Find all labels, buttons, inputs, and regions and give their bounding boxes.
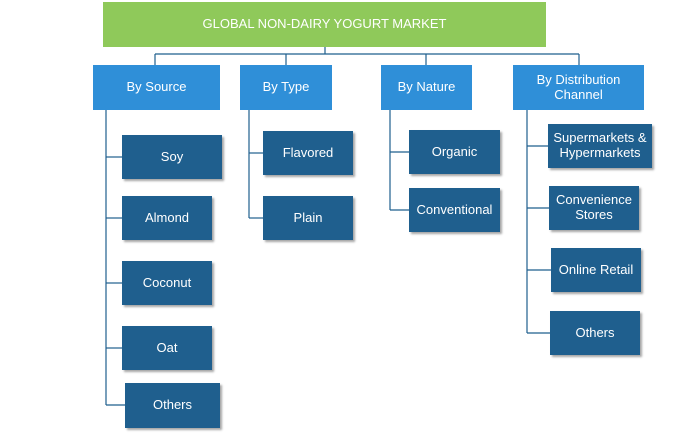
leaf-coconut: Coconut <box>122 261 212 305</box>
root-title: GLOBAL NON-DAIRY YOGURT MARKET <box>103 2 546 47</box>
category-by-source: By Source <box>93 65 220 110</box>
leaf-oat: Oat <box>122 326 212 370</box>
leaf-source-others: Others <box>125 383 220 428</box>
leaf-convenience-stores: Convenience Stores <box>549 186 639 230</box>
leaf-organic: Organic <box>409 130 500 174</box>
leaf-almond: Almond <box>122 196 212 240</box>
leaf-flavored: Flavored <box>263 131 353 175</box>
leaf-supermarkets-hypermarkets: Supermarkets & Hypermarkets <box>548 124 652 168</box>
category-by-nature: By Nature <box>381 65 472 110</box>
category-by-distribution-channel: By Distribution Channel <box>513 65 644 110</box>
leaf-plain: Plain <box>263 196 353 240</box>
leaf-soy: Soy <box>122 135 222 179</box>
category-by-type: By Type <box>240 65 332 110</box>
leaf-channel-others: Others <box>550 311 640 355</box>
leaf-conventional: Conventional <box>409 188 500 232</box>
leaf-online-retail: Online Retail <box>551 248 641 292</box>
